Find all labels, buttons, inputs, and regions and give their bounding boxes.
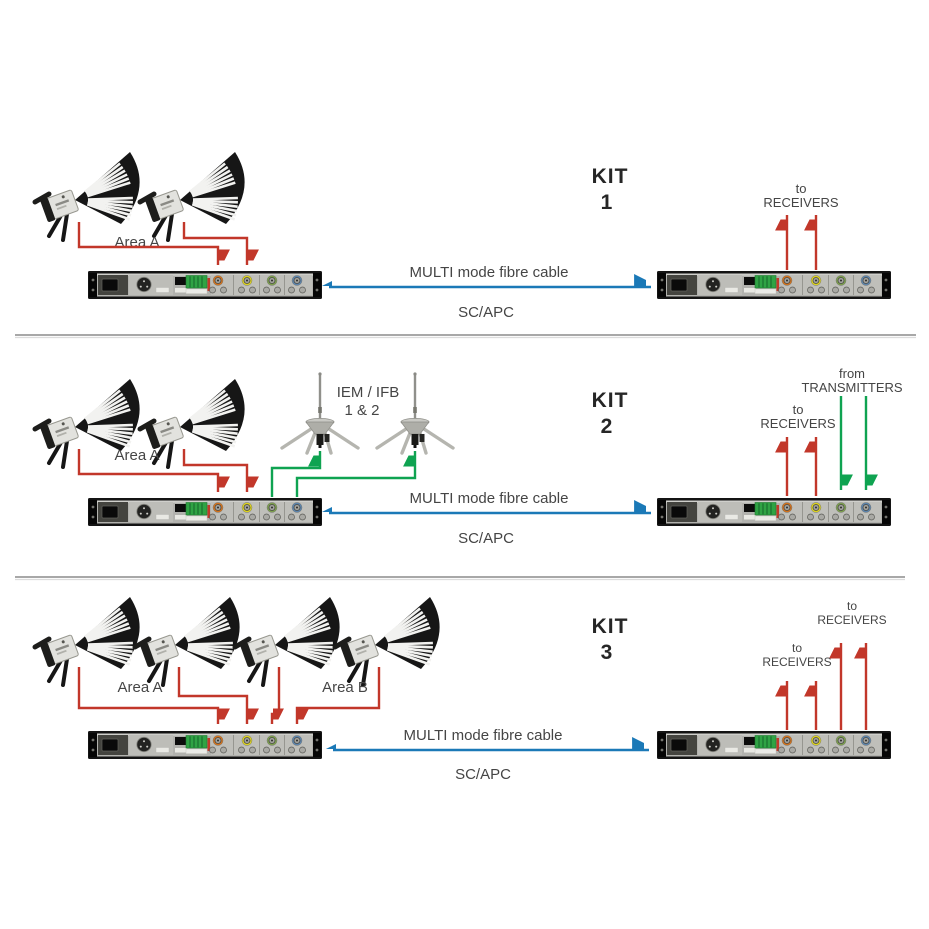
kit2-title: KIT	[592, 389, 629, 412]
kit3-antenna2-coax-arrow	[177, 667, 247, 724]
kit2-remote-rack-unit-icon	[656, 497, 892, 527]
kit2-receivers-label: RECEIVERS	[760, 416, 835, 431]
kit2-iem-ifb-label: IEM / IFB	[337, 384, 400, 401]
kit1-remote-rack-unit-icon	[656, 270, 892, 300]
kit3-section: Area A Area B KIT 3 MULTI mode fibre cab…	[35, 597, 892, 783]
divider-1	[15, 334, 916, 339]
kit1-connector-label: SC/APC	[458, 304, 514, 321]
kit2-iem-feed-arrow-2	[295, 451, 417, 497]
kit1-receivers-label: RECEIVERS	[763, 195, 838, 210]
kit1-paddle-antenna-icon-1	[35, 152, 140, 240]
kit2-connector-label: SC/APC	[458, 530, 514, 547]
kit3-number: 3	[601, 641, 614, 664]
kit2-area-a-label: Area A	[114, 447, 159, 464]
divider-2	[15, 576, 905, 581]
kit3-antenna3-coax-arrow	[270, 667, 279, 724]
kit2-antenna1-coax-arrow	[77, 449, 218, 492]
kit1-antenna1-coax-arrow	[77, 222, 218, 265]
kit3-receivers-label-left: RECEIVERS	[762, 655, 831, 669]
kit3-area-b-label: Area B	[322, 679, 368, 696]
kit3-local-rack-unit-icon	[87, 730, 323, 760]
kit3-connector-label: SC/APC	[455, 766, 511, 783]
kit1-title: KIT	[592, 165, 629, 188]
kit3-to-label-left: to	[792, 641, 802, 655]
kit2-iem-numbers-label: 1 & 2	[344, 402, 379, 419]
kit2-number: 2	[601, 415, 614, 438]
kit3-paddle-antenna-icon-3	[235, 597, 340, 685]
kit1-section: Area A KIT 1 MULTI mode fibre cable SC/A…	[35, 152, 892, 321]
kit1-antenna2-coax-arrow	[182, 222, 247, 265]
kit3-title: KIT	[592, 615, 629, 638]
kit2-iem-feed-arrow-1	[270, 451, 322, 497]
kit2-antenna2-coax-arrow	[182, 449, 247, 492]
kit2-local-rack-unit-icon	[87, 497, 323, 527]
kit1-number: 1	[601, 191, 614, 214]
kit3-area-a-label: Area A	[117, 679, 162, 696]
kit2-transmitters-label: TRANSMITTERS	[801, 380, 902, 395]
kit1-to-label: to	[796, 181, 807, 196]
kit3-paddle-antenna-icon-1	[35, 597, 140, 685]
kit3-antenna4-coax-arrow	[295, 667, 381, 724]
kit1-local-rack-unit-icon	[87, 270, 323, 300]
kit2-from-label: from	[839, 366, 865, 381]
kit2-fibre-cable-label: MULTI mode fibre cable	[410, 490, 569, 507]
kit2-section: Area A IEM / IFB 1 & 2 KIT 2 MULTI mode …	[35, 366, 903, 547]
kit1-area-a-label: Area A	[114, 234, 159, 251]
kit3-to-label-right: to	[847, 599, 857, 613]
kit1-paddle-antenna-icon-2	[140, 152, 245, 240]
kit3-paddle-antenna-icon-2	[135, 597, 240, 685]
kit3-paddle-antenna-icon-4	[335, 597, 440, 685]
kit3-antenna1-coax-arrow	[77, 667, 218, 724]
kit3-receivers-label-right: RECEIVERS	[817, 613, 886, 627]
kit1-fibre-cable-label: MULTI mode fibre cable	[410, 264, 569, 281]
kit2-to-label: to	[793, 402, 804, 417]
kit3-fibre-cable-label: MULTI mode fibre cable	[404, 727, 563, 744]
kit3-remote-rack-unit-icon	[656, 730, 892, 760]
